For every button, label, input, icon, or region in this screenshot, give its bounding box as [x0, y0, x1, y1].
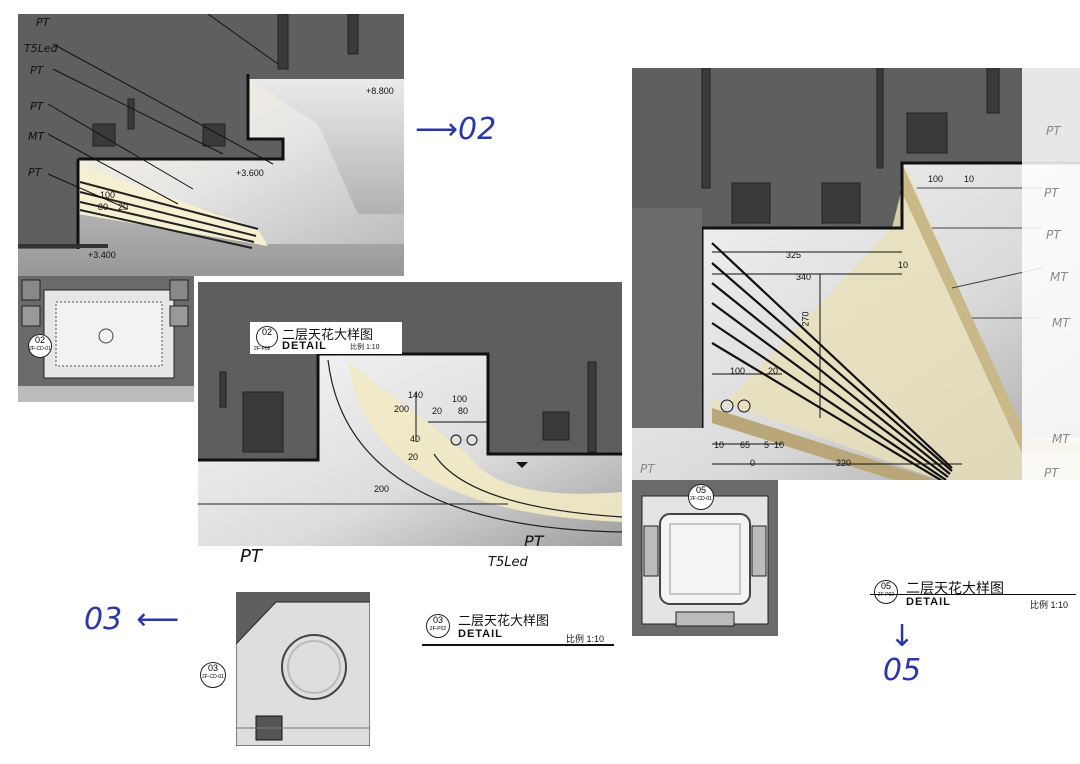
title-05-text: 二层天花大样图: [906, 580, 1004, 596]
detail-03-dim-6: 20: [408, 452, 419, 462]
annotation-05: ↓ 05: [872, 620, 932, 688]
plan-02-drawing: [18, 279, 194, 402]
arrow-down-icon: ↓: [889, 619, 915, 654]
detail-05-dim-14: 10: [898, 260, 909, 270]
detail-03-dim-5: 80: [458, 406, 469, 416]
detail-05-dim-2: 340: [796, 272, 812, 282]
detail-05-dim-9: 10: [774, 440, 785, 450]
detail-05-dim-11: 220: [836, 458, 852, 468]
detail-02-label-2: T5Led: [24, 42, 58, 55]
detail-03-dim-8: 200: [374, 484, 390, 494]
plan-03-tag-outer: 03 2F-CD-01: [200, 662, 226, 688]
detail-03-dim-3: 100: [452, 394, 468, 404]
detail-02-dim-2: 80: [98, 202, 109, 212]
annotation-03: 03⟵: [84, 602, 180, 637]
detail-03-label-3: T5Led: [488, 555, 528, 570]
detail-02-elev-3: +3.400: [88, 250, 116, 260]
title-block-02: 02 二层天花大样图 DETAIL 比例 1:10 2F-P02: [250, 322, 402, 354]
detail-03-dim-2: 200: [394, 404, 410, 414]
detail-05-dim-7: 65: [740, 440, 751, 450]
title-05-detail: DETAIL: [906, 596, 951, 608]
detail-05-dim-8: 5: [764, 440, 770, 450]
detail-03-dim-7: 40: [410, 434, 421, 444]
detail-05-dim-5: 20: [768, 366, 779, 376]
detail-03-label-pt-bottom: PT: [240, 546, 262, 567]
title-block-05: 05 2F-P02 二层天花大样图 DETAIL 比例 1:10: [870, 578, 1076, 610]
title-block-03: 03 2F-P02 二层天花大样图 DETAIL 比例 1:10: [422, 610, 614, 648]
detail-02-elev-2: +3.600: [236, 168, 264, 178]
detail-03-drawing: [198, 352, 622, 546]
detail-05-label-2: PT: [1044, 186, 1059, 200]
detail-02-label-4: PT: [30, 100, 44, 113]
title-02-detail: DETAIL: [282, 340, 327, 352]
annotation-02: ⟶02: [415, 112, 497, 147]
detail-03-label-1: PT: [240, 544, 259, 546]
detail-02-label-1: PT: [36, 16, 50, 29]
detail-05-margin: [1022, 68, 1080, 480]
plan-05-tag: 05 2F-CD-01: [688, 484, 714, 510]
detail-03-dim-1: 140: [408, 390, 424, 400]
detail-05-label-1: PT: [1046, 124, 1061, 138]
detail-02-label-5: MT: [28, 130, 45, 143]
detail-05-label-5: MT: [1052, 316, 1070, 330]
plan-02-tag: 02 2F-CD-01: [28, 334, 52, 358]
detail-05-label-8: PT: [640, 462, 655, 476]
plan-03-drawing: [236, 601, 370, 746]
arrow-right-icon: ⟶: [415, 112, 459, 147]
detail-02-label-6: PT: [28, 166, 42, 179]
title-03-scale: 比例 1:10: [566, 634, 605, 644]
plan-05-drawing: [641, 495, 769, 627]
detail-05-dim-1: 325: [786, 250, 802, 260]
detail-05-dim-4: 100: [730, 366, 746, 376]
arrow-left-icon: ⟵: [136, 602, 180, 637]
detail-05-label-7: PT: [1044, 466, 1059, 480]
detail-05-dim-3: 270: [800, 311, 811, 327]
detail-05-label-6: MT: [1052, 432, 1070, 446]
plan-05: 05 2F-CD-01: [632, 480, 778, 636]
title-03-detail: DETAIL: [458, 628, 503, 640]
detail-05-dim-6: 10: [714, 440, 725, 450]
title-02-text: 二层天花大样图: [282, 327, 374, 342]
detail-02-dim-3: 20: [118, 202, 129, 212]
detail-05-drawing: [632, 68, 1080, 480]
plan-03: [236, 592, 370, 746]
detail-02-section: PT T5Led PT PT MT PT 100 80 20 +8.800 +3…: [18, 14, 404, 276]
detail-03-label-2: PT: [524, 532, 544, 546]
detail-05-label-4: MT: [1050, 270, 1068, 284]
detail-02-dim-1: 100: [100, 190, 116, 200]
detail-05-label-3: PT: [1046, 228, 1061, 242]
detail-03-section: 02 二层天花大样图 DETAIL 比例 1:10 2F-P02 140 200…: [198, 282, 622, 546]
title-02-scale: 比例 1:10: [350, 344, 380, 351]
detail-02-label-3: PT: [30, 64, 44, 77]
title-05-scale: 比例 1:10: [1030, 600, 1069, 610]
detail-02-drawing: [18, 14, 404, 276]
title-03-text: 二层天花大样图: [458, 613, 550, 628]
detail-02-elev-1: +8.800: [366, 86, 394, 96]
detail-05-dim-10: 0: [750, 458, 756, 468]
plan-02: 02 2F-CD-01: [18, 276, 194, 402]
detail-05-section: 325 340 270 100 20 10 65 5 10 0 220 100 …: [632, 68, 1080, 480]
detail-03-dim-4: 20: [432, 406, 443, 416]
detail-05-dim-13: 10: [964, 174, 975, 184]
detail-05-dim-12: 100: [928, 174, 944, 184]
